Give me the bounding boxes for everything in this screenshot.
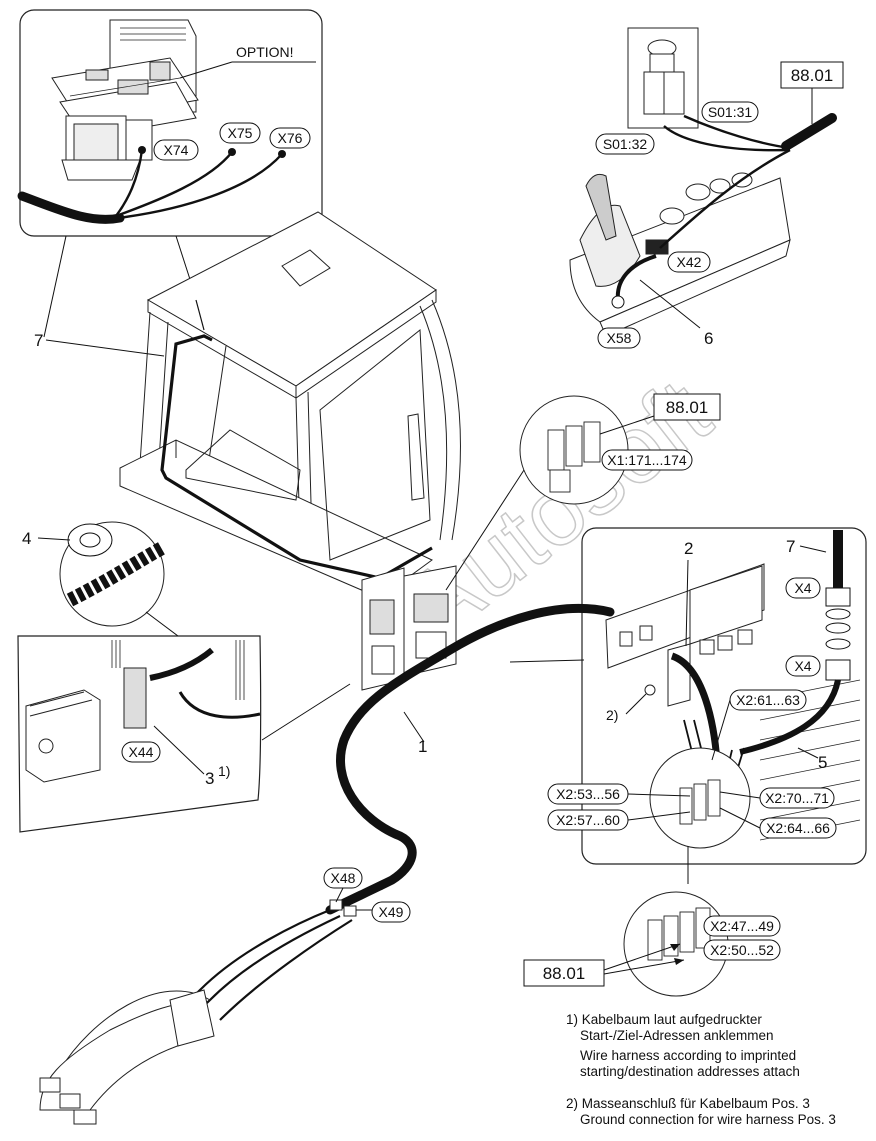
terminal-x257: X2:57...60	[556, 812, 620, 828]
connector-x74: X74	[164, 142, 189, 158]
footnote-1-marker: 1)	[566, 1012, 579, 1027]
position-3: 3	[205, 769, 214, 788]
footnote-2-marker: 2)	[566, 1096, 579, 1111]
switch-s0131: S01:31	[708, 104, 753, 120]
ground-marker: 2)	[606, 707, 618, 723]
position-4: 4	[22, 529, 31, 548]
footnote-2-line-1: Masseanschluß für Kabelbaum Pos. 3	[581, 1096, 810, 1111]
connector-x76: X76	[278, 130, 303, 146]
inset-terminal-box: 2 7 X4 X4 2) X2:61...63 5 X2:53...56 X2:…	[509, 527, 867, 865]
terminal-x1: X1:171...174	[607, 452, 687, 468]
footnote-1-line-2: Start-/Ziel-Adressen anklemmen	[580, 1028, 774, 1043]
connector-x48: X48	[331, 870, 356, 886]
terminal-x253: X2:53...56	[556, 786, 620, 802]
reference-box-top: 88.01	[791, 66, 834, 85]
inset-electronics: OPTION! X74 X75 X76	[17, 9, 323, 237]
position-5: 5	[818, 753, 827, 772]
control-units	[361, 565, 457, 691]
detail-x247: X2:47...49 X2:50...52 88.01	[523, 846, 781, 997]
footnote-1-line-1: Kabelbaum laut aufgedruckter	[581, 1012, 762, 1027]
position-3-marker: 1)	[218, 763, 230, 779]
terminal-x247: X2:47...49	[710, 918, 774, 934]
footnote-1: 1) Kabelbaum laut aufgedruckter Start-/Z…	[566, 1012, 800, 1080]
reference-box-mid: 88.01	[666, 398, 709, 417]
joystick-console: 88.01 S01:31 S01:32 X42 X58 6	[569, 27, 844, 349]
position-7-top: 7	[34, 331, 43, 350]
footnote-1-line-4: starting/destination addresses attach	[580, 1064, 800, 1079]
terminal-x261: X2:61...63	[736, 692, 800, 708]
footnote-2-line-2: Ground connection for wire harness Pos. …	[580, 1112, 836, 1127]
connector-x44: X44	[129, 744, 154, 760]
terminal-x270: X2:70...71	[765, 790, 829, 806]
detail-tape: 4	[22, 521, 211, 661]
connector-x42: X42	[677, 254, 702, 270]
position-1: 1	[418, 737, 427, 756]
option-label: OPTION!	[236, 44, 294, 60]
footnote-2: 2) Masseanschluß für Kabelbaum Pos. 3 Gr…	[566, 1096, 836, 1128]
cab-drawing	[119, 211, 461, 599]
switch-s0132: S01:32	[603, 136, 648, 152]
position-6: 6	[704, 329, 713, 348]
connector-x75: X75	[228, 125, 253, 141]
footnote-1-line-3: Wire harness according to imprinted	[580, 1048, 797, 1063]
terminal-x264: X2:64...66	[766, 820, 830, 836]
terminal-x250: X2:50...52	[710, 942, 774, 958]
inset-x44: X44 3 1)	[17, 635, 351, 833]
connector-x4-bottom: X4	[794, 658, 811, 674]
connector-x49: X49	[379, 904, 404, 920]
position-2: 2	[684, 539, 693, 558]
reference-box-bottom: 88.01	[543, 964, 586, 983]
lower-assembly: X48 X49	[39, 867, 411, 1125]
connector-x58: X58	[607, 330, 632, 346]
connector-x4-top: X4	[794, 580, 811, 596]
detail-x1: 88.01 X1:171...174	[445, 393, 721, 591]
position-7-right: 7	[786, 537, 795, 556]
